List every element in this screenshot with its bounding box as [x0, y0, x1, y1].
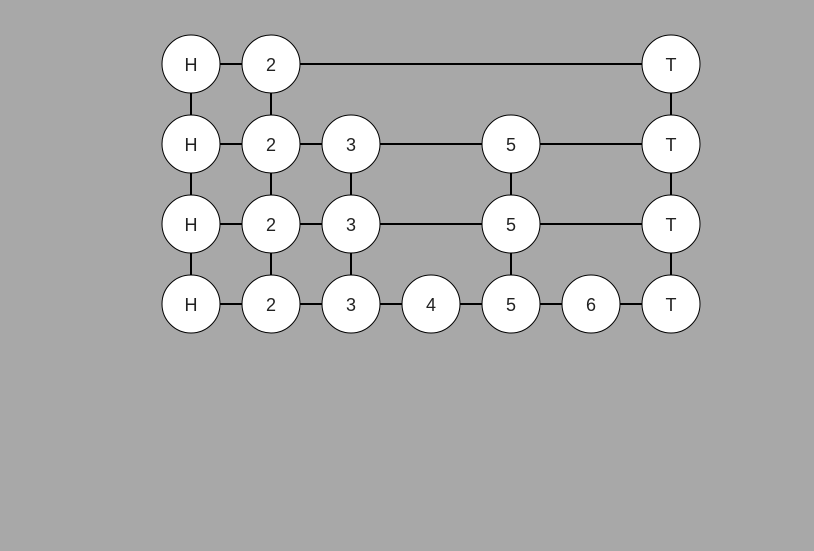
node-level3-4: 4 — [401, 274, 461, 334]
node-level1-5: 5 — [481, 114, 541, 174]
node-circle — [481, 274, 541, 334]
node-circle — [321, 194, 381, 254]
node-circle — [241, 194, 301, 254]
node-label: 6 — [586, 295, 596, 315]
node-circle — [161, 274, 221, 334]
node-label: 5 — [506, 215, 516, 235]
node-level1-T: T — [641, 114, 701, 174]
node-label: T — [666, 215, 677, 235]
node-level2-3: 3 — [321, 194, 381, 254]
node-circle — [481, 194, 541, 254]
node-circle — [161, 114, 221, 174]
node-circle — [161, 34, 221, 94]
node-level3-3: 3 — [321, 274, 381, 334]
node-circle — [641, 114, 701, 174]
node-label: 2 — [266, 295, 276, 315]
node-circle — [241, 274, 301, 334]
node-label: 3 — [346, 295, 356, 315]
node-level1-3: 3 — [321, 114, 381, 174]
node-label: 5 — [506, 295, 516, 315]
node-level3-T: T — [641, 274, 701, 334]
node-label: H — [185, 295, 198, 315]
node-level0-2: 2 — [241, 34, 301, 94]
node-label: 5 — [506, 135, 516, 155]
node-label: H — [185, 215, 198, 235]
node-label: 2 — [266, 55, 276, 75]
node-circle — [401, 274, 461, 334]
node-level2-5: 5 — [481, 194, 541, 254]
node-circle — [641, 34, 701, 94]
node-circle — [641, 274, 701, 334]
node-circle — [561, 274, 621, 334]
node-circle — [241, 34, 301, 94]
node-label: H — [185, 55, 198, 75]
node-circle — [641, 194, 701, 254]
node-circle — [321, 114, 381, 174]
node-level2-2: 2 — [241, 194, 301, 254]
node-level1-H: H — [161, 114, 221, 174]
node-circle — [481, 114, 541, 174]
node-level2-T: T — [641, 194, 701, 254]
node-label: H — [185, 135, 198, 155]
node-label: T — [666, 135, 677, 155]
node-circle — [161, 194, 221, 254]
node-level3-H: H — [161, 274, 221, 334]
node-label: 3 — [346, 215, 356, 235]
node-level2-H: H — [161, 194, 221, 254]
node-label: 2 — [266, 135, 276, 155]
node-level3-2: 2 — [241, 274, 301, 334]
node-label: 4 — [426, 295, 436, 315]
node-level0-T: T — [641, 34, 701, 94]
node-circle — [321, 274, 381, 334]
node-level3-6: 6 — [561, 274, 621, 334]
node-level3-5: 5 — [481, 274, 541, 334]
node-circle — [241, 114, 301, 174]
node-label: T — [666, 295, 677, 315]
node-level0-H: H — [161, 34, 221, 94]
node-label: 3 — [346, 135, 356, 155]
node-label: T — [666, 55, 677, 75]
skip-list-edges — [190, 63, 672, 305]
node-level1-2: 2 — [241, 114, 301, 174]
node-label: 2 — [266, 215, 276, 235]
